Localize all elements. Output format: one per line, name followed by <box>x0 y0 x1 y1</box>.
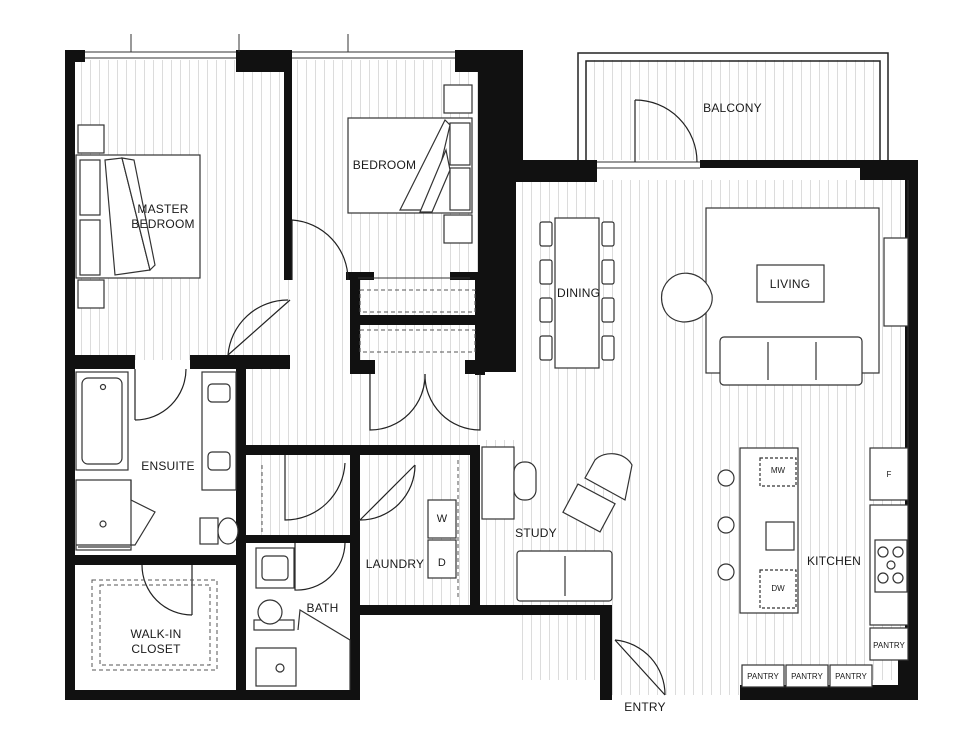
balcony-railing <box>577 52 889 162</box>
walk-in-closet-line-1: WALK-IN <box>130 627 182 641</box>
room-label-kitchen: KITCHEN <box>806 554 862 568</box>
living-furniture <box>660 207 909 386</box>
room-label-balcony: BALCONY <box>703 101 762 115</box>
walk-in-closet-line-2: CLOSET <box>131 642 181 656</box>
washer-dryer <box>427 499 457 579</box>
room-label-bath: BATH <box>306 601 339 615</box>
ensuite-fixtures <box>75 371 239 551</box>
master-bedroom-line-2: BEDROOM <box>131 217 195 231</box>
room-label-laundry: LAUNDRY <box>365 557 425 571</box>
study-furniture <box>481 446 633 602</box>
microwave-label: MW <box>770 466 786 475</box>
room-label-living: LIVING <box>769 277 811 291</box>
pantry-label-2: PANTRY <box>791 672 823 681</box>
pantry-label-1: PANTRY <box>747 672 779 681</box>
pantry-label-3: PANTRY <box>835 672 867 681</box>
closet-shelving <box>91 289 476 671</box>
master-bedroom-line-1: MASTER <box>137 202 189 216</box>
fridge-label: F <box>886 470 892 479</box>
pantry-label-right: PANTRY <box>873 641 905 650</box>
dryer-label: D <box>437 557 447 569</box>
room-label-walk-in-closet: WALK-IN CLOSET <box>120 627 192 657</box>
washer-label: W <box>436 513 448 525</box>
room-label-entry: ENTRY <box>624 700 666 714</box>
bath-fixtures <box>253 547 351 690</box>
room-label-master-bedroom: MASTER BEDROOM <box>128 202 198 232</box>
room-label-ensuite: ENSUITE <box>141 459 195 473</box>
room-label-dining: DINING <box>557 286 601 301</box>
room-label-study: STUDY <box>515 526 557 540</box>
dishwasher-label: DW <box>771 584 785 593</box>
master-bed <box>75 124 201 309</box>
kitchen-fixtures <box>717 447 909 688</box>
room-label-bedroom: BEDROOM <box>352 158 417 172</box>
doors <box>134 99 698 696</box>
second-bed <box>347 84 473 279</box>
